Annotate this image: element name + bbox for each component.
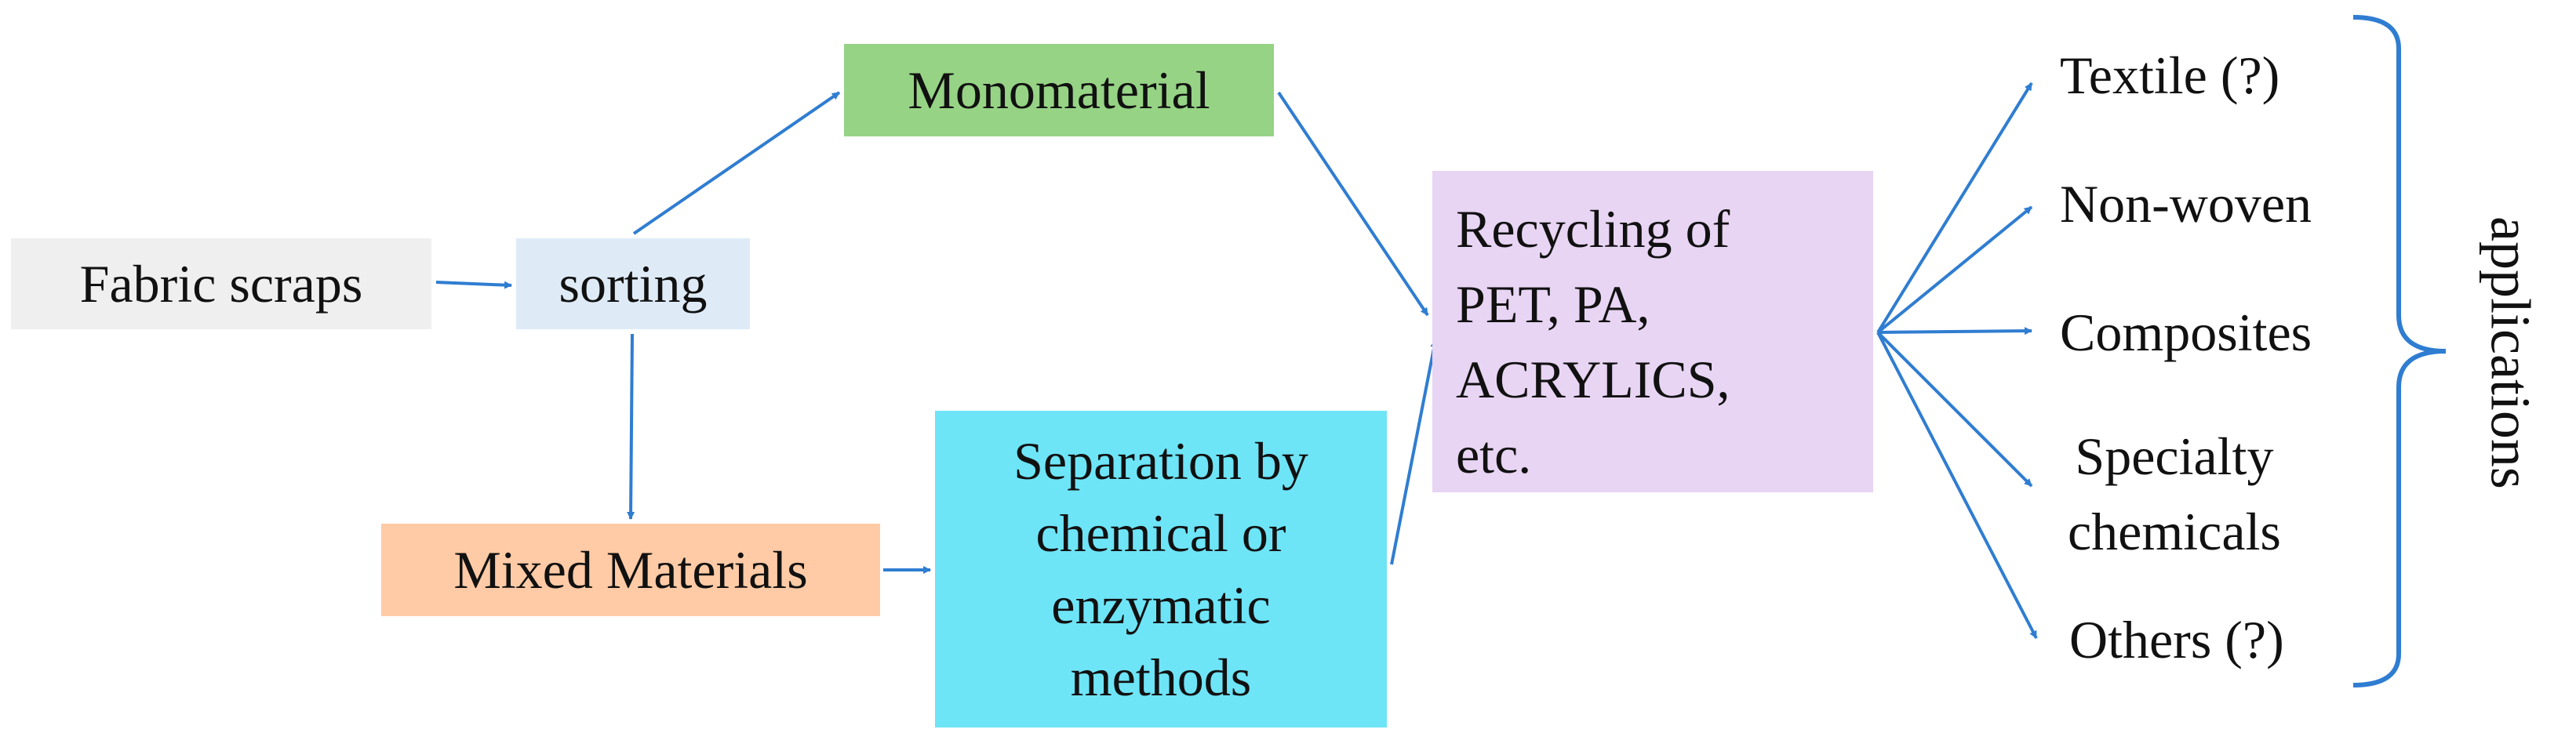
mixed-materials-box: Mixed Materials xyxy=(381,524,880,616)
arrow-sorting-to-monomaterial xyxy=(632,91,841,235)
sorting-box: sorting xyxy=(516,238,750,329)
application-textile: Textile (?) xyxy=(2060,45,2280,105)
specialty-line-1: Specialty xyxy=(2075,426,2274,486)
fabric-scraps-label: Fabric scraps xyxy=(79,254,363,314)
arrows xyxy=(435,82,2038,639)
arrow-recycling-to-others xyxy=(1876,332,2038,639)
application-others: Others (?) xyxy=(2069,610,2284,669)
recycling-line-1: Recycling of xyxy=(1456,199,1730,259)
application-composites: Composites xyxy=(2060,303,2312,362)
application-nonwoven: Non-woven xyxy=(2060,174,2312,234)
mixed-materials-label: Mixed Materials xyxy=(453,540,808,600)
recycling-line-4: etc. xyxy=(1456,425,1532,484)
arrow-recycling-to-composites xyxy=(1877,327,2032,336)
recycling-box: Recycling of PET, PA, ACRYLICS, etc. xyxy=(1432,171,1873,492)
recycling-line-2: PET, PA, xyxy=(1456,274,1650,334)
applications-brace xyxy=(2352,15,2447,688)
recycling-line-3: ACRYLICS, xyxy=(1456,350,1730,409)
arrow-sorting-to-mixed xyxy=(627,333,635,520)
arrow-monomaterial-to-recycling xyxy=(1277,91,1429,317)
arrow-recycling-to-nonwoven xyxy=(1876,205,2033,334)
separation-line-3: enzymatic xyxy=(1051,575,1271,635)
application-specialty-chemicals: Specialty chemicals xyxy=(2068,419,2281,569)
arrow-separation-to-recycling xyxy=(1390,339,1439,565)
arrow-recycling-to-specialty xyxy=(1876,331,2033,488)
monomaterial-box: Monomaterial xyxy=(844,44,1274,136)
specialty-line-2: chemicals xyxy=(2068,502,2281,561)
arrow-recycling-to-textile xyxy=(1876,82,2033,334)
arrow-fabric-to-sorting xyxy=(435,281,512,289)
sorting-label: sorting xyxy=(558,254,708,314)
separation-box: Separation by chemical or enzymatic meth… xyxy=(935,411,1387,727)
applications-label: applications xyxy=(2479,216,2542,489)
separation-line-1: Separation by xyxy=(1013,431,1308,491)
monomaterial-label: Monomaterial xyxy=(908,60,1210,120)
separation-line-4: methods xyxy=(1070,648,1252,707)
fabric-scraps-box: Fabric scraps xyxy=(11,238,431,329)
separation-line-2: chemical or xyxy=(1035,503,1286,563)
